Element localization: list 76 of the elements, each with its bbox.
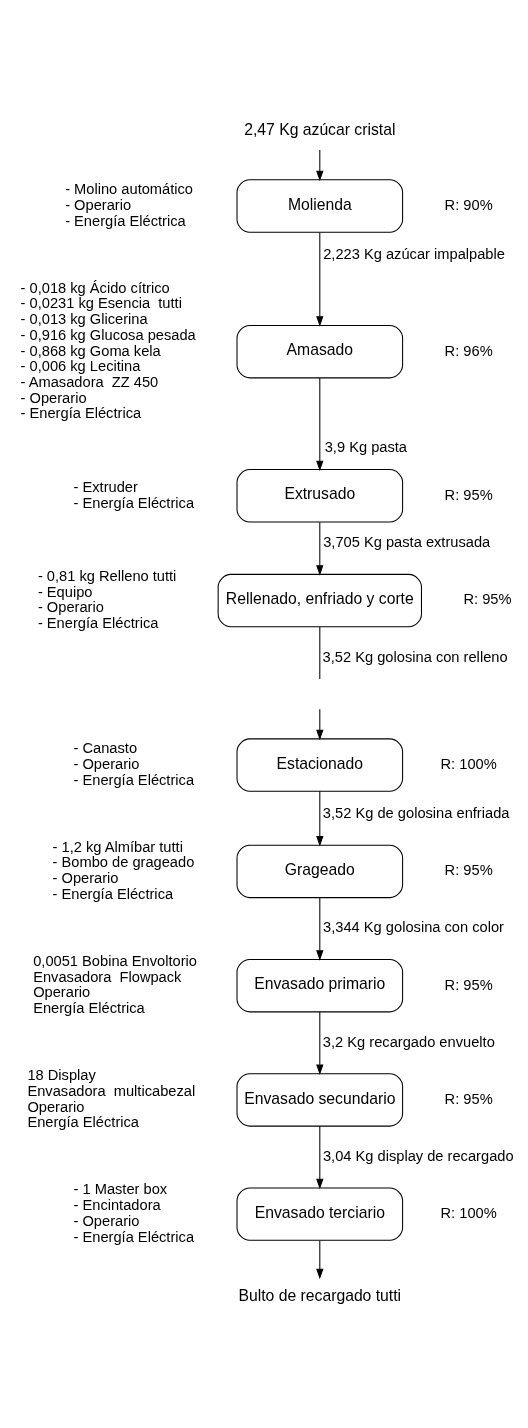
arrow: [316, 231, 324, 327]
arrow: [316, 897, 324, 961]
node-label: - Equipo: [37, 583, 93, 600]
node-label: 0,0051 Bobina Envoltorio: [33, 952, 197, 969]
node-box: Amasado: [236, 324, 404, 379]
arrow: [316, 377, 324, 472]
arrow: [316, 1011, 324, 1075]
node-label: - 0,916 kg Glucosa pesada: [20, 326, 196, 343]
edge-label: 3,52 Kg golosina con relleno: [322, 648, 508, 665]
node-label: Energía Eléctrica: [27, 1114, 140, 1131]
node-label: - Energía Eléctrica: [52, 885, 174, 902]
node-label: - Encintadora: [73, 1197, 161, 1214]
connector: [319, 626, 321, 680]
node-label: - Energía Eléctrica: [73, 494, 195, 511]
node-label: - Energía Eléctrica: [65, 212, 186, 229]
node-label: R: 95%: [444, 862, 493, 879]
arrow: [316, 1125, 324, 1190]
node-label: - 0,0231 kg Esencia tutti: [20, 295, 182, 312]
node-label: R: 100%: [440, 1205, 497, 1222]
node-label: - Operario: [52, 870, 119, 887]
node-label: - Operario: [65, 196, 132, 213]
node-label: - 0,81 kg Relleno tutti: [37, 567, 177, 584]
edge-label: 3,52 Kg de golosina enfriada: [322, 805, 510, 822]
node-box: Envasado secundario: [236, 1073, 404, 1127]
node-label: - Energía Eléctrica: [20, 405, 142, 422]
edge-label: 3,2 Kg recargado envuelto: [322, 1033, 495, 1050]
arrow: [316, 708, 324, 741]
node-box: Envasado primario: [236, 958, 404, 1013]
node-label: - Energía Eléctrica: [37, 615, 159, 632]
node-label: R: 90%: [444, 196, 493, 213]
edge-label: 2,223 Kg azúcar impalpable: [323, 246, 505, 263]
node-label: Energía Eléctrica: [33, 1000, 145, 1017]
node-box: Envasado terciario: [236, 1187, 404, 1241]
node-label: - Bombo de grageado: [52, 854, 195, 871]
arrow: [316, 149, 324, 182]
node-box: Extrusado: [236, 469, 404, 523]
node-label: R: 100%: [440, 755, 497, 772]
node-label: - Amasadora ZZ 450: [20, 373, 159, 390]
node-label: 18 Display: [27, 1067, 96, 1084]
node-label: R: 95%: [463, 591, 512, 608]
node-label: - 1,2 kg Almíbar tutti: [52, 838, 183, 855]
node-label: - Energía Eléctrica: [73, 771, 195, 788]
node-label: Operario: [27, 1098, 85, 1115]
node-box: Estacionado: [236, 738, 404, 792]
node-label: - 0,013 kg Glicerina: [20, 311, 148, 328]
node-box: Grageado: [236, 844, 404, 899]
node-label: - 0,018 kg Ácido cítrico: [20, 279, 170, 296]
node-label: Envasadora Flowpack: [33, 968, 182, 985]
edge-label: 3,344 Kg golosina con color: [323, 919, 504, 936]
node-label: - 0,006 kg Lecitina: [20, 358, 141, 375]
node-label: - Operario: [20, 389, 87, 406]
node-label: - Canasto: [73, 740, 138, 757]
node-label: - Energía Eléctrica: [73, 1228, 195, 1245]
edge-label: 3,705 Kg pasta extrusada: [323, 534, 491, 551]
node-label: - Operario: [37, 599, 104, 616]
edge-label: 3,9 Kg pasta: [324, 438, 408, 455]
node-text: Bulto de recargado tutti: [238, 1286, 402, 1304]
node-label: Operario: [33, 984, 91, 1001]
arrow: [316, 521, 324, 576]
node-label: - Molino automático: [65, 181, 194, 198]
node-label: Envasadora multicabezal: [27, 1082, 196, 1099]
node-label: - Operario: [73, 1212, 140, 1229]
arrow: [316, 1240, 324, 1280]
node-label: - Operario: [73, 755, 140, 772]
node-label: - 0,868 kg Goma kela: [20, 342, 161, 359]
node-label: - 1 Master box: [73, 1181, 168, 1198]
node-label: R: 96%: [444, 342, 493, 359]
node-box: Molienda: [236, 179, 404, 233]
node-box: Rellenado, enfriado y corte: [217, 573, 422, 628]
arrow: [316, 790, 324, 847]
node-label: - Extruder: [73, 478, 138, 495]
node-label: R: 95%: [444, 976, 493, 993]
node-label: R: 95%: [444, 1090, 493, 1107]
node-text: 2,47 Kg azúcar cristal: [244, 120, 396, 138]
edge-label: 3,04 Kg display de recargado: [322, 1147, 514, 1164]
node-label: R: 95%: [444, 486, 493, 503]
